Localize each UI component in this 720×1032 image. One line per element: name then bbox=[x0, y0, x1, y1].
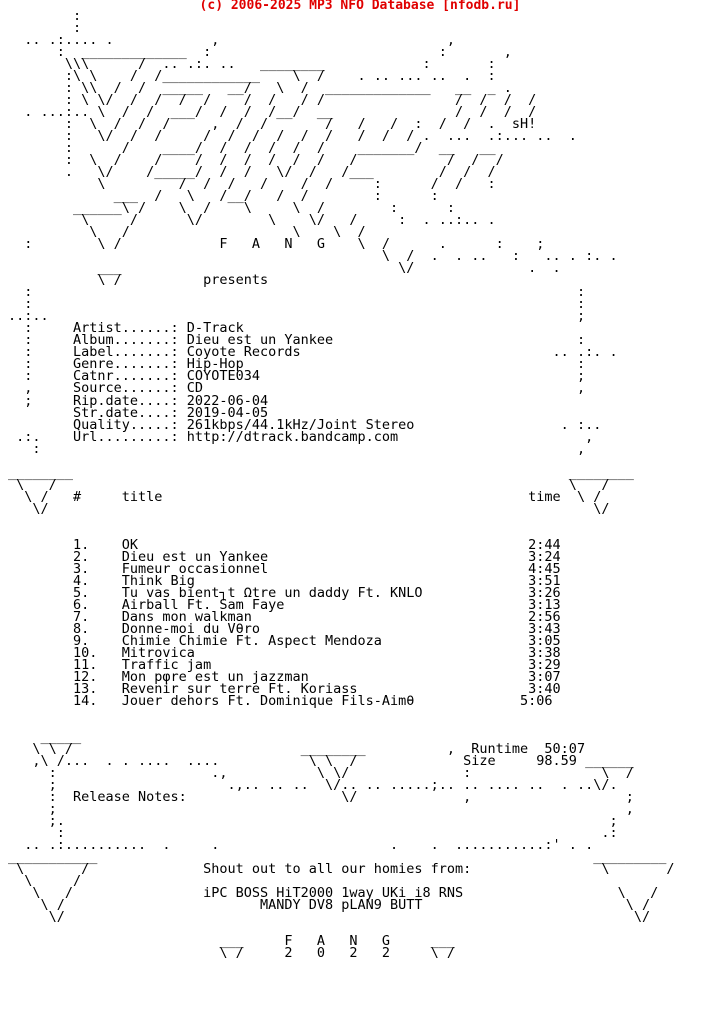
nfo-line: 12. Mon pφre est un jazzman 3:07 bbox=[8, 668, 561, 685]
nfo-line: : : bbox=[8, 284, 586, 301]
nfo-line: : _____________ : : , bbox=[8, 44, 512, 61]
nfo-line: 3. Fumeur occasionnel 4:45 bbox=[8, 560, 561, 577]
nfo-line: \ / . . .. : .. . :. . bbox=[8, 248, 618, 265]
nfo-line: 11. Traffic jam 3:29 bbox=[8, 656, 561, 673]
nfo-line: ; , bbox=[8, 801, 634, 818]
nfo-line: .. .:.... . , , bbox=[8, 32, 456, 49]
nfo-line: \ / MANDY DV8 pLAN9 BUTT \ / bbox=[8, 897, 651, 914]
nfo-line: 10. Mitrovica 3:38 bbox=[8, 644, 561, 661]
nfo-line: : Album.......: Dieu est un Yankee : bbox=[8, 332, 586, 349]
nfo-line: _____ bbox=[8, 728, 82, 745]
nfo-line: 2. Dieu est un Yankee 3:24 bbox=[8, 548, 561, 565]
site-header: (c) 2006-2025 MP3 NFO Database [nfodb.ru… bbox=[199, 0, 521, 13]
nfo-line: \ / iPC BOSS HiT2000 1way UKi i8 RNS \ / bbox=[8, 885, 659, 902]
nfo-line: \ / 2 0 2 2 \ / bbox=[8, 945, 456, 962]
nfo-line: . ...:.. \ / / ___/ / / /__/ __ / / / / bbox=[8, 104, 537, 121]
nfo-line: .:. Url.........: http://dtrack.bandcamp… bbox=[8, 428, 594, 445]
nfo-line: , Source......: CD , bbox=[8, 380, 586, 397]
nfo-line: : Release Notes: \/ , ; bbox=[8, 789, 634, 806]
nfo-line: : \\ / / _____ __/ \ / _____________ __ … bbox=[8, 80, 512, 97]
nfo-line: : Artist......: D-Track bbox=[8, 320, 244, 337]
nfo-line: : \ \/ / / / / / / / / / / / / bbox=[8, 92, 537, 109]
nfo-line: : \ / F A N G \ / . : ; bbox=[8, 236, 545, 253]
nfo-line: ___ F A N G ___ bbox=[8, 933, 456, 950]
nfo-line: : \/ / / / / / / / / / / / . ... .:... .… bbox=[8, 128, 577, 145]
nfo-line: : .: bbox=[8, 825, 618, 842]
nfo-line: \\\ / .. .:. .. ________ : : bbox=[8, 56, 496, 73]
nfo-line: \ \ / ________ , Runtime 50:07 bbox=[8, 740, 586, 757]
nfo-line: .. .:.......... . . . . ...........:' . … bbox=[8, 837, 594, 854]
nfo-line: 7. Dans mon walkman 2:56 bbox=[8, 608, 561, 625]
nfo-line: :\ \ / /____________ \ / . .. ... .. . : bbox=[8, 68, 496, 85]
nfo-line: ______\ / \ / \ \ / : : bbox=[8, 200, 456, 217]
nfo-line: \ / bbox=[8, 873, 82, 890]
nfo-line: \ / \ \ / bbox=[8, 224, 366, 241]
nfo-line: ; Rip.date....: 2022-06-04 bbox=[8, 392, 269, 409]
nfo-line: 13. Revenir sur terre Ft. Koriass 3:40 bbox=[8, 680, 561, 697]
nfo-line: ___________ _________ bbox=[8, 849, 667, 866]
nfo-text: : : .. .:.... . , , : _____________ : : … bbox=[8, 8, 675, 962]
nfo-line: : : bbox=[8, 296, 586, 313]
nfo-line: : / ____/ / / / / / _______/ __ __ bbox=[8, 140, 496, 157]
nfo-line: ..:.. ; bbox=[8, 308, 586, 325]
nfo-line: \ / / / / / / : / / : bbox=[8, 176, 496, 193]
nfo-line: \ / Shout out to all our homies from: \ … bbox=[8, 861, 675, 878]
nfo-line: 6. Airball Ft. Sam Faye 3:13 bbox=[8, 596, 561, 613]
nfo-line: : \ / / / / / / / / / / / / bbox=[8, 152, 504, 169]
nfo-line: ___ / \ /__/ / / : : bbox=[8, 188, 439, 205]
nfo-line: : Label.......: Coyote Records .. .:. . bbox=[8, 344, 618, 361]
nfo-line: ,\ /... . . .... .... \ \ / Size 98.59 _… bbox=[8, 752, 634, 769]
nfo-line: : bbox=[8, 20, 82, 37]
nfo-line: ;. ; bbox=[8, 813, 618, 830]
nfo-line: \/ \/ bbox=[8, 500, 610, 517]
nfo-line: : , bbox=[8, 440, 586, 457]
nfo-line: ___ \/ . . bbox=[8, 260, 561, 277]
nfo-line: ________ ________ bbox=[8, 464, 634, 481]
nfo-line: \ / # title time \ / bbox=[8, 488, 602, 505]
nfo-line: : bbox=[8, 8, 82, 24]
nfo-line: 1. OK 2:44 bbox=[8, 536, 561, 553]
nfo-line: 9. Chimie Chimie Ft. Aspect Mendoza 3:05 bbox=[8, 632, 561, 649]
nfo-line: \ / presents bbox=[8, 272, 269, 289]
nfo-line: : \ / / / , / / / / / : / / . sH! bbox=[8, 116, 537, 133]
nfo-line: : Genre.......: Hip-Hop : bbox=[8, 356, 586, 373]
nfo-line: Quality.....: 261kbps/44.1kHz/Joint Ster… bbox=[8, 416, 602, 433]
nfo-line: \ / \/ \ \/ / : . ..:.. . bbox=[8, 212, 496, 229]
nfo-line: \ / \ / bbox=[8, 476, 610, 493]
nfo-line: : Catnr.......: COYOTE034 ; bbox=[8, 368, 586, 385]
nfo-line: : ., \ \/ : \ / bbox=[8, 764, 634, 781]
nfo-line: 8. Donne-moi du Vθro 3:43 bbox=[8, 620, 561, 637]
nfo-line: . \/ /_____/ / / \/ / /___ / / / bbox=[8, 164, 496, 181]
nfo-line: \/ \/ bbox=[8, 909, 651, 926]
nfo-line: 14. Jouer dehors Ft. Dominique Fils-Aimθ… bbox=[8, 692, 553, 709]
nfo-line: Str.date....: 2019-04-05 bbox=[8, 404, 269, 421]
nfo-line: 4. Think Big 3:51 bbox=[8, 572, 561, 589]
nfo-line: 5. Tu vas bient┐t Ωtre un daddy Ft. KNLO… bbox=[8, 584, 561, 601]
nfo-line: ; .,.. .. .. \/.. .. .....;.. .. .... ..… bbox=[8, 777, 618, 793]
